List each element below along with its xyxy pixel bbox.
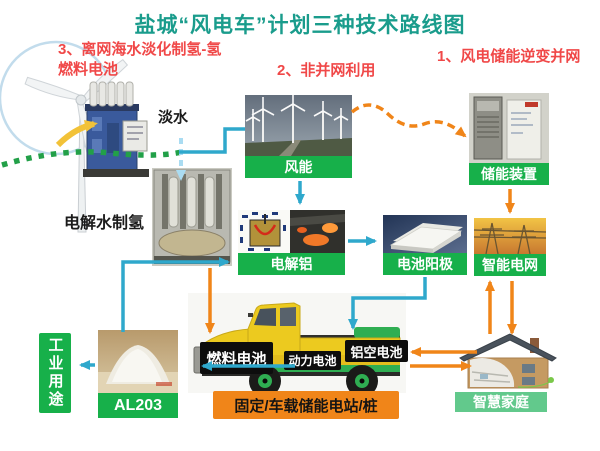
water-electrolysis-text: 电解水制氢 [64, 215, 145, 232]
anode-sheets-photo [383, 215, 467, 253]
storage-station-bar: 固定/车载储能电站/桩 [213, 391, 399, 419]
freshwater-text: 淡水 [158, 109, 189, 126]
aluminum-smelter-photo [238, 210, 345, 253]
route-label-3: 3、离网海水淡化制氢-氢燃料电池 [58, 41, 222, 79]
battery-anode-label: 电池阳极 [383, 253, 467, 275]
smart-grid-label: 智能电网 [474, 254, 546, 276]
power-lines-photo [474, 218, 546, 254]
storage-cabinet-photo [469, 93, 549, 163]
smart-home-icon [459, 333, 557, 389]
storage-device-label: 储能装置 [469, 163, 549, 185]
fuel-cell-label: 燃料电池 [200, 342, 273, 374]
node-electrolytic-aluminum: 电解铝 [238, 210, 345, 275]
node-alumina: AL203 [98, 330, 178, 418]
industrial-use-box: 工业用途 [39, 333, 71, 413]
electrolytic-aluminum-label: 电解铝 [238, 253, 345, 275]
slide-title: 盐城“风电车”计划三种技术路线图 [134, 14, 466, 37]
node-smart-grid: 智能电网 [474, 218, 546, 276]
aluminum-air-battery-label: 铝空电池 [345, 340, 408, 362]
node-storage-device: 储能装置 [469, 93, 549, 185]
node-battery-anode: 电池阳极 [383, 215, 467, 275]
electrolyzer-icon [152, 168, 232, 266]
dashed-arrow-wind-to-storage [350, 103, 467, 138]
power-battery-label: 动力电池 [284, 351, 341, 370]
wind-energy-label: 风能 [245, 156, 352, 178]
node-wind-energy: 风能 [245, 95, 352, 178]
route-label-1: 1、风电储能逆变并网 [437, 48, 581, 65]
smart-home-label: 智慧家庭 [455, 392, 547, 412]
route-label-2: 2、非并网利用 [277, 62, 376, 79]
desalination-plant-icon [83, 81, 149, 177]
alumina-label: AL203 [98, 393, 178, 418]
line-wind-to-electrolyzer [179, 127, 245, 154]
wind-farm-photo [245, 95, 352, 156]
alumina-powder-photo [98, 330, 178, 393]
